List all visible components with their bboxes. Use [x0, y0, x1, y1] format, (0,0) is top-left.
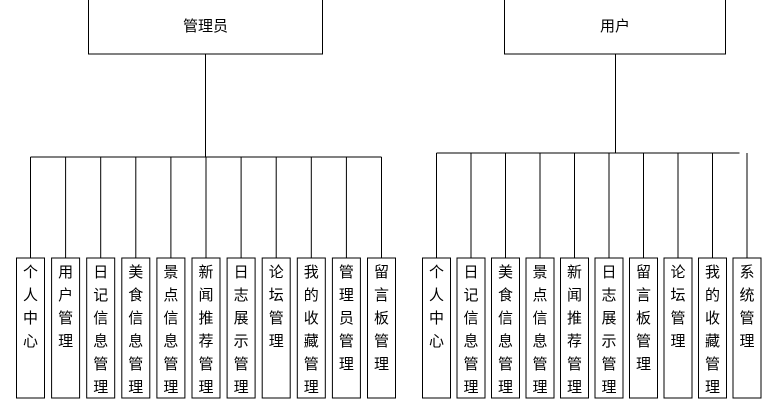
leaf-node-box [296, 257, 326, 399]
leaf-node-box [226, 257, 256, 399]
root-node-box [88, 0, 323, 55]
leaf-node-label: 用户管理 [58, 263, 73, 350]
leaf-node-label: 留言板管理 [636, 263, 651, 373]
leaf-node-box [594, 257, 624, 399]
leaf-node-label: 日记信息管理 [463, 263, 478, 396]
leaf-node-label: 美食信息管理 [498, 263, 513, 396]
leaf-node-box [491, 257, 520, 399]
leaf-node-label: 景点信息管理 [532, 263, 547, 396]
leaf-node-label: 美食信息管理 [128, 263, 143, 396]
leaf-node-label: 论坛管理 [670, 263, 685, 350]
leaf-node-box [86, 257, 116, 399]
leaf-node-box [560, 257, 589, 399]
leaf-node-box [51, 257, 81, 399]
leaf-node-box [331, 257, 361, 399]
leaf-node-box [121, 257, 151, 399]
user-tree: 用户 个人中心 日记信息管理 美食信息管理 景点信息管理 新闻推荐管理 日志展示管理 留言板… [422, 0, 762, 399]
leaf-node-label: 论坛管理 [269, 263, 284, 350]
leaf-node-box [16, 257, 45, 399]
leaf-node-label: 景点信息管理 [163, 263, 178, 396]
leaf-node-label: 日志展示管理 [601, 263, 616, 396]
leaf-node-box [456, 257, 486, 399]
leaf-node-label: 新闻推荐管理 [567, 263, 582, 396]
root-node-label: 用户 [600, 17, 630, 35]
leaf-node-box [191, 257, 221, 399]
leaf-node-label: 新闻推荐管理 [198, 263, 213, 396]
leaf-node-label: 日记信息管理 [93, 263, 108, 396]
leaf-node-box [367, 257, 396, 399]
leaf-node-label: 我的收藏管理 [304, 263, 319, 396]
leaf-node-label: 个人中心 [23, 263, 38, 350]
leaf-node-box [422, 257, 451, 399]
leaf-node-box [663, 257, 693, 399]
leaf-node-label: 管理员管理 [339, 263, 354, 373]
leaf-node-box [525, 257, 555, 399]
admin-tree: 管理员 个人中心 用户管理 日记信息管理 美食信息管理 景点信息管理 新闻推荐管理 日志展示… [16, 0, 396, 399]
leaf-node-box [698, 257, 727, 399]
root-node-label: 管理员 [183, 17, 228, 35]
leaf-node-label: 我的收藏管理 [705, 263, 720, 396]
leaf-node-box [732, 257, 762, 399]
leaf-node-label: 个人中心 [429, 263, 444, 350]
leaf-node-label: 系统管理 [739, 263, 754, 350]
leaf-node-box [629, 257, 658, 399]
leaf-node-box [156, 257, 186, 399]
leaf-node-label: 日志展示管理 [234, 263, 249, 396]
leaf-node-label: 留言板管理 [374, 263, 389, 373]
leaf-node-box [261, 257, 291, 399]
